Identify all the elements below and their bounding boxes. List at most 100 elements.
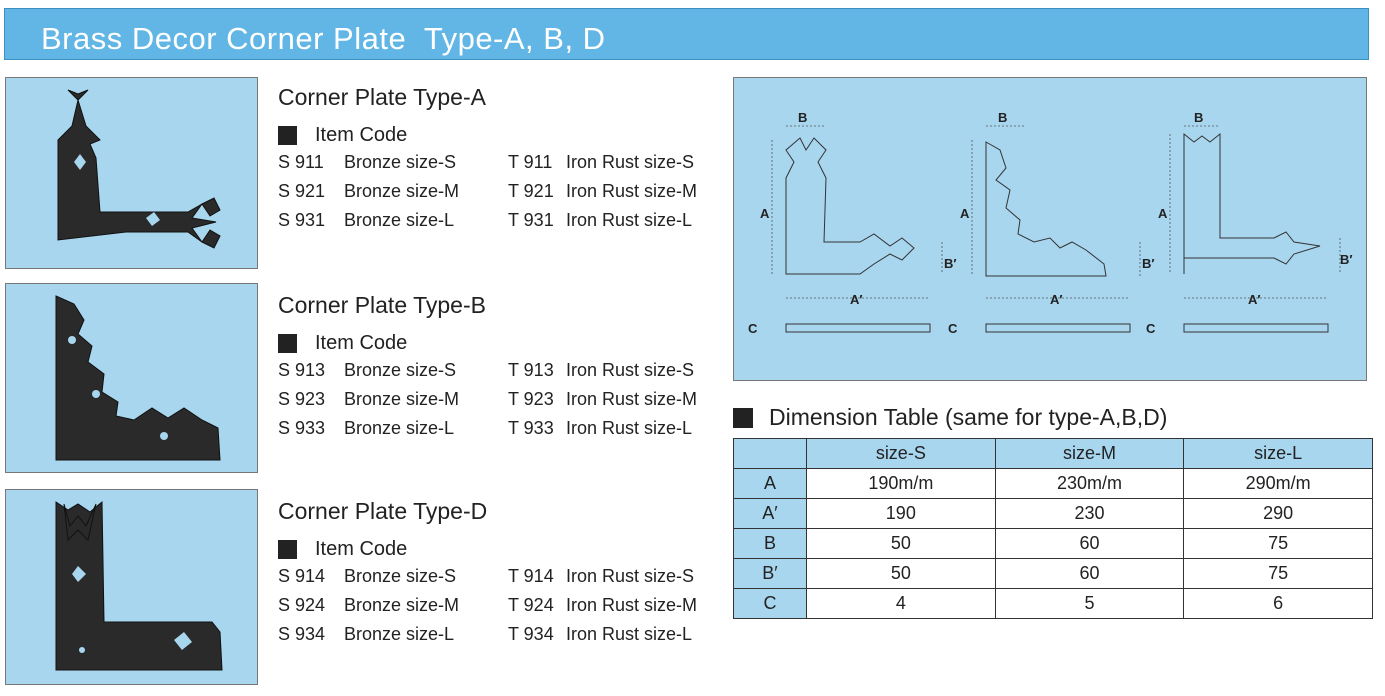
bronze-desc: Bronze size-M [344, 595, 460, 615]
header-blank [733, 438, 807, 469]
header-size-l: size-L [1183, 438, 1373, 469]
iron-desc: Iron Rust size-L [566, 624, 693, 644]
table-header-row: size-S size-M size-L [733, 438, 1373, 469]
bronze-code: S 914 [278, 566, 326, 586]
label-b-prime-3: B′ [1340, 252, 1353, 267]
cell: 50 [806, 558, 996, 589]
item-code-heading: Item Code [278, 532, 728, 566]
iron-desc: Iron Rust size-L [566, 418, 693, 438]
iron-desc: Iron Rust size-S [566, 152, 695, 172]
iron-desc: Iron Rust size-L [566, 210, 693, 230]
iron-desc: Iron Rust size-S [566, 566, 695, 586]
table-row: C 4 5 6 [733, 588, 1373, 619]
bronze-code: S 921 [278, 181, 326, 201]
bronze-code: S 933 [278, 418, 326, 438]
title-banner: Brass Decor Corner Plate Type-A, B, D [4, 8, 1369, 60]
dimension-table: size-S size-M size-L A 190m/m 230m/m 290… [733, 438, 1373, 619]
cell: 50 [806, 528, 996, 559]
bronze-desc: Bronze size-L [344, 210, 455, 230]
square-bullet-icon [278, 125, 297, 145]
photo-type-b [5, 283, 258, 473]
bronze-code: S 924 [278, 595, 326, 615]
row-label: A′ [733, 498, 807, 529]
bronze-code: S 931 [278, 210, 326, 230]
label-b-prime-2: B′ [1142, 256, 1155, 271]
item-code-label: Item Code [315, 331, 408, 354]
page-title: Brass Decor Corner Plate Type-A, B, D [41, 21, 606, 56]
cell: 230m/m [994, 468, 1185, 499]
bronze-desc: Bronze size-L [344, 418, 455, 438]
dimension-drawing: B B B A A A B′ B′ B′ A′ A′ A′ C C C [748, 110, 1353, 336]
item-code-label: Item Code [315, 537, 408, 560]
bronze-code: S 923 [278, 389, 326, 409]
label-b-3: B [1194, 110, 1203, 125]
corner-plate-a-image [57, 89, 221, 249]
section-title: Corner Plate Type-A [278, 84, 486, 110]
square-bullet-icon [278, 539, 297, 559]
iron-code: T 923 [508, 389, 554, 409]
item-row: S 913 Bronze size-S T 913 Iron Rust size-S [278, 360, 728, 389]
item-code-heading: Item Code [278, 326, 728, 360]
bronze-desc: Bronze size-S [344, 566, 457, 586]
iron-desc: Iron Rust size-M [566, 181, 698, 201]
item-code-label: Item Code [315, 123, 408, 146]
cell: 5 [994, 588, 1185, 619]
item-row: S 924 Bronze size-M T 924 Iron Rust size-M [278, 595, 728, 624]
cell: 4 [806, 588, 996, 619]
label-a-1: A [760, 206, 770, 221]
square-bullet-icon [733, 407, 753, 428]
corner-plate-b-image [55, 295, 221, 461]
cell: 75 [1183, 558, 1373, 589]
cell: 75 [1183, 528, 1373, 559]
header-size-m: size-M [994, 438, 1185, 469]
iron-code: T 921 [508, 181, 554, 201]
bronze-code: S 913 [278, 360, 326, 380]
photo-type-a [5, 77, 258, 269]
row-label: B′ [733, 558, 807, 589]
label-c-2: C [948, 321, 958, 336]
cell: 190 [806, 498, 996, 529]
bronze-code: S 934 [278, 624, 326, 644]
bronze-desc: Bronze size-S [344, 360, 457, 380]
iron-desc: Iron Rust size-M [566, 595, 698, 615]
cell: 60 [994, 528, 1185, 559]
label-b-1: B [798, 110, 807, 125]
bronze-desc: Bronze size-S [344, 152, 457, 172]
corner-plate-d-image [55, 500, 223, 671]
cell: 230 [994, 498, 1185, 529]
label-a-2: A [960, 206, 970, 221]
table-row: A 190m/m 230m/m 290m/m [733, 468, 1373, 499]
label-a-prime-3: A′ [1248, 292, 1261, 307]
bronze-desc: Bronze size-L [344, 624, 455, 644]
bronze-code: S 911 [278, 152, 324, 172]
item-code-heading: Item Code [278, 118, 728, 152]
dimension-diagram: B B B A A A B′ B′ B′ A′ A′ A′ C C C [733, 77, 1367, 381]
square-bullet-icon [278, 333, 297, 353]
label-a-3: A [1158, 206, 1168, 221]
cell: 290 [1183, 498, 1373, 529]
header-size-s: size-S [806, 438, 996, 469]
cell: 6 [1183, 588, 1373, 619]
iron-code: T 913 [508, 360, 554, 380]
row-label: C [733, 588, 807, 619]
iron-code: T 924 [508, 595, 554, 615]
row-label: B [733, 528, 807, 559]
item-row: S 931 Bronze size-L T 931 Iron Rust size-L [278, 210, 728, 239]
label-b-prime-1: B′ [944, 256, 957, 271]
iron-desc: Iron Rust size-S [566, 360, 695, 380]
table-row: B′ 50 60 75 [733, 558, 1373, 589]
dimension-table-heading: Dimension Table (same for type-A,B,D) [733, 404, 1167, 431]
iron-code: T 931 [508, 210, 554, 230]
table-row: A′ 190 230 290 [733, 498, 1373, 529]
label-a-prime-1: A′ [850, 292, 863, 307]
label-a-prime-2: A′ [1050, 292, 1063, 307]
label-b-2: B [998, 110, 1007, 125]
cell: 290m/m [1183, 468, 1373, 499]
